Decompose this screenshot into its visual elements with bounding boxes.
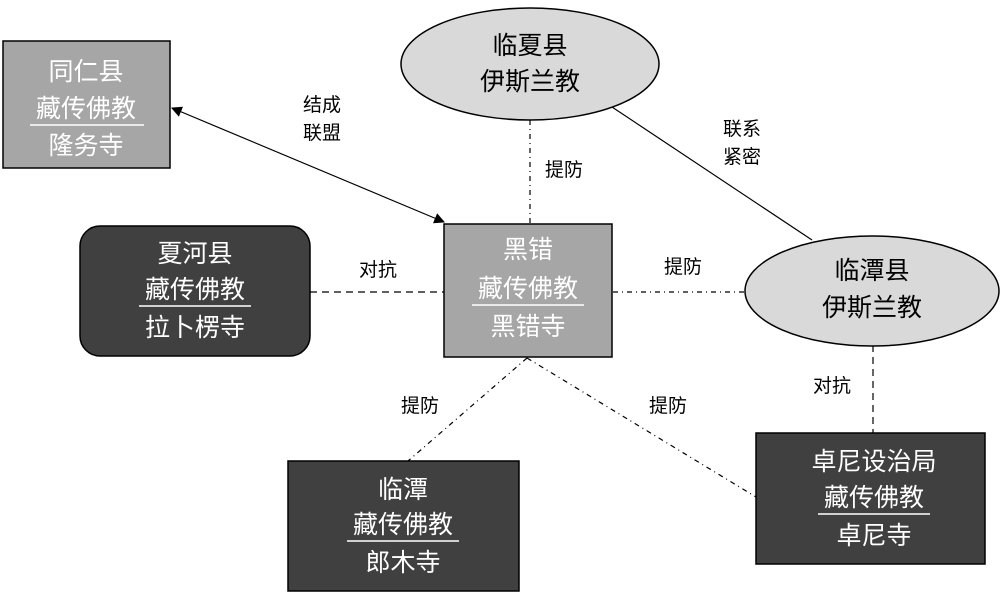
node-zhuoni-title: 卓尼设治局 xyxy=(811,447,936,476)
node-lintan: 临潭 藏传佛教 郎木寺 xyxy=(287,460,520,592)
node-lintan-religion: 藏传佛教 xyxy=(353,510,453,539)
label-guard-lintan: 提防 xyxy=(401,395,439,417)
node-lintan-county-religion: 伊斯兰教 xyxy=(822,293,922,322)
node-xiahe: 夏河县 藏传佛教 拉卜楞寺 xyxy=(79,225,311,357)
node-tongren-temple: 隆务寺 xyxy=(48,131,123,160)
node-xiahe-title: 夏河县 xyxy=(157,239,232,268)
node-linxia-title: 临夏县 xyxy=(492,31,567,60)
node-linxia: 临夏县 伊斯兰教 xyxy=(400,7,660,121)
node-heicuo-religion: 藏传佛教 xyxy=(478,274,578,303)
node-lintan-title: 临潭 xyxy=(378,475,428,504)
node-tongren: 同仁县 藏传佛教 隆务寺 xyxy=(2,40,171,169)
label-guard-linxia: 提防 xyxy=(545,159,583,181)
node-xiahe-temple: 拉卜楞寺 xyxy=(145,313,245,342)
node-heicuo-title: 黑错 xyxy=(503,235,553,264)
label-guard-lintan-county: 提防 xyxy=(664,256,702,278)
label-alliance-1: 结成 xyxy=(303,94,341,116)
node-linxia-religion: 伊斯兰教 xyxy=(480,67,580,96)
node-zhuoni: 卓尼设治局 藏传佛教 卓尼寺 xyxy=(755,432,986,565)
node-xiahe-religion: 藏传佛教 xyxy=(145,275,245,304)
label-oppose-zhuoni: 对抗 xyxy=(813,375,851,397)
node-tongren-title: 同仁县 xyxy=(48,57,123,86)
node-heicuo: 黑错 藏传佛教 黑错寺 xyxy=(443,223,613,358)
label-guard-zhuoni: 提防 xyxy=(649,395,687,417)
node-heicuo-temple: 黑错寺 xyxy=(490,312,565,341)
label-close-2: 紧密 xyxy=(723,146,761,168)
node-tongren-religion: 藏传佛教 xyxy=(36,94,136,123)
label-close-1: 联系 xyxy=(723,118,761,140)
label-oppose-xiahe: 对抗 xyxy=(359,259,397,281)
edge-heicuo-zhuoni xyxy=(526,357,757,498)
node-zhuoni-religion: 藏传佛教 xyxy=(824,483,924,512)
edge-tongren-heicuo xyxy=(171,106,445,224)
edge-linxia-lintan-county xyxy=(611,106,813,241)
node-lintan-county-title: 临潭县 xyxy=(834,256,909,285)
node-lintan-county: 临潭县 伊斯兰教 xyxy=(744,235,1000,347)
node-zhuoni-temple: 卓尼寺 xyxy=(836,521,911,550)
node-lintan-temple: 郎木寺 xyxy=(365,548,440,577)
label-alliance-2: 联盟 xyxy=(303,122,341,144)
